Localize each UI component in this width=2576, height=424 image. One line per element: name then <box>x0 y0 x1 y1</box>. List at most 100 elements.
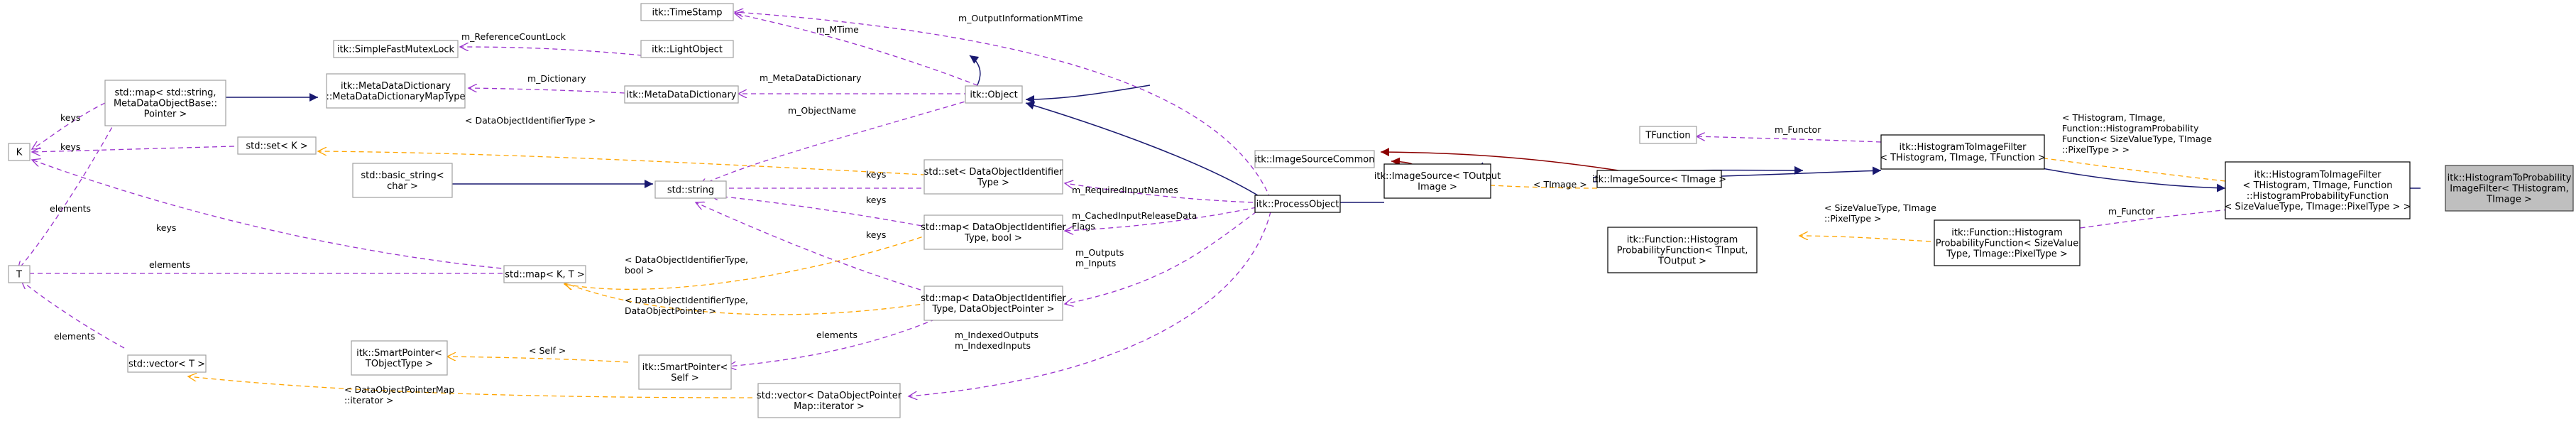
label-elements-4: elements <box>816 330 857 340</box>
label-m-indexedoutputs-m-indexedinputs: m_IndexedOutputs <box>955 330 1038 340</box>
edge-basicstring-to-string <box>1025 85 1151 104</box>
node-TFunction[interactable]: TFunction <box>1639 126 1697 144</box>
node-itk-metadatadictionary-mapt[interactable]: itk::MetaDataDictionary::MetaDataDiction… <box>326 73 466 109</box>
node-itk-function-histogramprobabilityfunction-tinput-toutput-label-line: TOutput > <box>1657 256 1706 267</box>
edge-smartptrself-to-mapdoiptr <box>728 312 952 366</box>
label-histogram-template-args: Function< SizeValueType, TImage <box>2062 134 2212 144</box>
node-itk-timestamp[interactable]: itk::TimeStamp <box>640 3 734 21</box>
node-std-vector-dataobjectpointermap-iterator-label-line: Map::iterator > <box>794 401 865 412</box>
node-std-string[interactable]: std::string <box>654 180 727 199</box>
node-itk-metadatadictionary[interactable]: itk::MetaDataDictionary <box>624 85 739 104</box>
node-std-set-dataobjectidentifiertype-box <box>923 159 1063 195</box>
node-itk-metadatadictionary-label-line: itk::MetaDataDictionary <box>627 90 737 101</box>
node-std-map-K-T-box <box>503 265 586 283</box>
node-itk-histogramtoprobabilityimagefilter-label-line: ImageFilter< THistogram, <box>2450 184 2568 195</box>
node-itk-histogramtoprobabilityimagefilter-box <box>2445 165 2574 212</box>
node-itk-imagesourcecommon-label-line: itk::ImageSourceCommon <box>1255 155 1375 165</box>
node-std-vector-T-label-line: std::vector< T > <box>128 359 205 370</box>
edge-K-to-mapkt <box>32 160 519 271</box>
node-std-map-dataobjectidentifiertype-bool-label-line: std::map< DataObjectIdentifier <box>921 222 1066 233</box>
node-itk-histogramtoimagefilter-thistogram-timage-tfunction[interactable]: itk::HistogramToImageFilter< THistogram,… <box>1880 134 2046 170</box>
node-std-map-dataobjectidentifiertype-bool-label-line: Type, bool > <box>964 233 1022 244</box>
edge-smartptrt-to-self <box>447 357 629 363</box>
edge-isourcetimage-to-common <box>1380 148 1619 171</box>
label-keys-4: keys <box>866 229 886 240</box>
edge-timestamp-to-processobject <box>735 12 1271 200</box>
node-std-set-K[interactable]: std::set< K > <box>237 136 317 155</box>
edge-labels: m_OutputInformationMTime m_MTime m_Referen… <box>50 13 2212 406</box>
node-K-box <box>8 143 31 161</box>
label-m-outputinformationmtime: m_OutputInformationMTime <box>958 13 1083 23</box>
node-itk-processobject[interactable]: itk::ProcessObject <box>1254 195 1341 213</box>
node-itk-simplefastmutexlock[interactable]: itk::SimpleFastMutexLock <box>333 40 459 58</box>
edge-mutex-to-lightobject <box>460 47 643 56</box>
edge-string-to-object <box>699 99 973 186</box>
node-itk-histogramtoimagefilter-thistogram-timage-tfunction-box <box>1880 134 2045 170</box>
node-itk-object-label-line: itk::Object <box>970 90 1017 101</box>
node-std-vector-dataobjectpointermap-iterator[interactable]: std::vector< DataObjectPointerMap::itera… <box>757 383 902 418</box>
node-std-map-dataobjectidentifiertype-bool[interactable]: std::map< DataObjectIdentifierType, bool… <box>921 214 1067 250</box>
label-m-functor-2: m_Functor <box>2108 206 2155 217</box>
node-itk-timestamp-label-line: itk::TimeStamp <box>652 8 722 18</box>
node-itk-histogramtoprobabilityimagefilter[interactable]: itk::HistogramToProbabilityImageFilter< … <box>2445 165 2574 212</box>
node-itk-histogramtoimagefilter-instantiation-box <box>2225 161 2411 219</box>
node-itk-lightobject-label-line: itk::LightObject <box>652 45 723 55</box>
node-itk-object[interactable]: itk::Object <box>965 85 1023 104</box>
label-dataobjectpointermap-iterator: < DataObjectPointerMap <box>344 384 454 395</box>
edge-K-to-mapstring <box>32 95 121 149</box>
label-m-functor-1: m_Functor <box>1775 124 1821 135</box>
label-m-cachedinputreleasedataflags: Flags <box>1072 221 1095 232</box>
node-itk-lightobject[interactable]: itk::LightObject <box>640 40 734 58</box>
edge-tfunction-to-histfiltert <box>1697 136 1882 143</box>
node-itk-function-histogramprobabilityfunction-sizevaluetype-label-line: Type, TImage::PixelType > <box>1946 249 2068 260</box>
node-itk-histogramtoimagefilter-instantiation[interactable]: itk::HistogramToImageFilter< THistogram,… <box>2225 161 2411 219</box>
label-m-outputs-m-inputs: m_Inputs <box>1075 258 1116 268</box>
node-std-map-dataobjectidentifiertype-dataobjectpointer[interactable]: std::map< DataObjectIdentifierType, Data… <box>921 286 1067 321</box>
node-std-basic-string-char[interactable]: std::basic_string<char > <box>352 163 453 198</box>
node-itk-function-histogramprobabilityfunction-sizevaluetype[interactable]: itk::Function::HistogramProbabilityFunct… <box>1934 219 2081 266</box>
node-itk-smartpointer-self[interactable]: itk::SmartPointer<Self > <box>638 354 732 390</box>
label-m-referencecountlock: m_ReferenceCountLock <box>461 31 566 42</box>
node-itk-smartpointer-self-box <box>638 354 732 390</box>
node-itk-imagesource-timage[interactable]: itk::ImageSource< TImage > <box>1592 170 1726 188</box>
node-itk-imagesource-timage-box <box>1596 170 1722 188</box>
node-std-map-string-metadataobjectbase-pointer[interactable]: std::map< std::string,MetaDataObjectBase… <box>104 80 226 126</box>
edge-setk-to-setdoi <box>318 151 952 177</box>
node-std-map-K-T-label-line: std::map< K, T > <box>505 270 585 281</box>
node-itk-function-histogramprobabilityfunction-sizevaluetype-label-line: itk::Function::Histogram <box>1951 228 2063 239</box>
node-K-label-line: K <box>16 148 23 158</box>
node-std-set-K-label-line: std::set< K > <box>246 141 307 152</box>
edge-dict-to-metadict <box>468 88 625 94</box>
node-std-map-dataobjectidentifiertype-dataobjectpointer-label-line: std::map< DataObjectIdentifier <box>921 293 1066 304</box>
label-timage: < TImage > <box>1533 179 1587 190</box>
node-std-set-dataobjectidentifiertype[interactable]: std::set< DataObjectIdentifierType > <box>923 159 1063 195</box>
node-std-map-K-T[interactable]: std::map< K, T > <box>503 265 586 283</box>
node-std-basic-string-char-box <box>352 163 453 198</box>
label-histogram-template-args: < THistogram, TImage, <box>2062 112 2166 123</box>
label-sizevaluetype-timage-pixeltype: < SizeValueType, TImage <box>1824 202 1936 213</box>
node-itk-imagesource-toutputimage-label-line: itk::ImageSource< TOutput <box>1374 171 1501 182</box>
node-K[interactable]: K <box>8 143 31 161</box>
node-itk-smartpointer-tobjecttype-label-line: TObjectType > <box>365 359 433 369</box>
node-itk-metadatadictionary-box <box>624 85 739 104</box>
node-itk-histogramtoimagefilter-instantiation-label-line: ::HistogramProbabilityFunction <box>2247 191 2389 202</box>
node-T[interactable]: T <box>8 265 31 283</box>
node-std-basic-string-char-label-line: char > <box>387 181 418 192</box>
node-itk-function-histogramprobabilityfunction-tinput-toutput[interactable]: itk::Function::HistogramProbabilityFunct… <box>1607 227 1758 273</box>
node-itk-imagesource-timage-label-line: itk::ImageSource< TImage > <box>1592 175 1726 185</box>
edge-mapkt-to-mapdoiptr <box>564 283 938 315</box>
node-itk-histogramtoprobabilityimagefilter-label-line: itk::HistogramToProbability <box>2448 173 2572 184</box>
node-itk-metadatadictionary-mapt-box <box>326 73 466 109</box>
edge-string-to-mapdoibool <box>710 195 931 228</box>
node-std-set-dataobjectidentifiertype-label-line: Type > <box>977 178 1009 188</box>
label-m-mtime: m_MTime <box>816 24 859 35</box>
label-dataobjectidentifiertype-bool: bool > <box>625 265 654 276</box>
label-m-outputs-m-inputs: m_Outputs <box>1075 247 1124 258</box>
node-itk-histogramtoimagefilter-instantiation-label-line: < SizeValueType, TImage::PixelType > > <box>2225 202 2411 212</box>
node-itk-smartpointer-tobjecttype[interactable]: itk::SmartPointer<TObjectType > <box>351 340 448 376</box>
node-itk-simplefastmutexlock-label-line: itk::SimpleFastMutexLock <box>337 45 455 55</box>
node-itk-imagesourcecommon[interactable]: itk::ImageSourceCommon <box>1254 150 1375 168</box>
node-std-vector-T[interactable]: std::vector< T > <box>127 354 207 373</box>
